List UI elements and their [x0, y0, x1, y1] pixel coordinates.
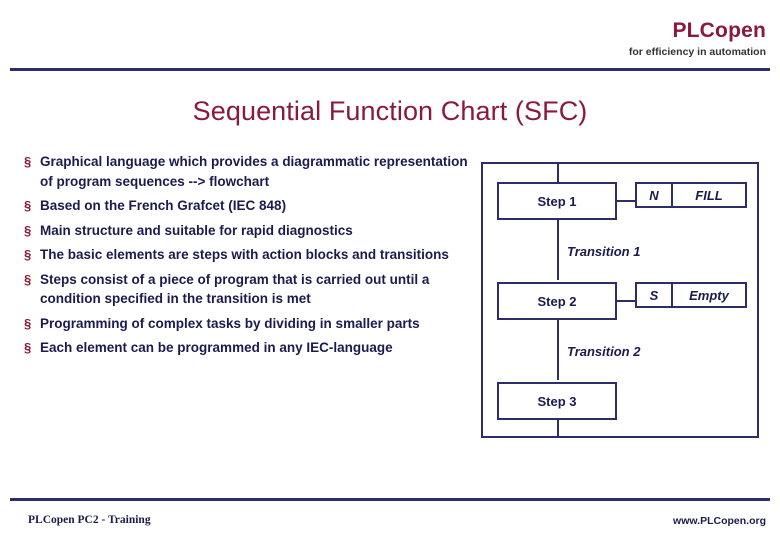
footer-left-text: PLCopen PC2 - Training [28, 514, 151, 526]
list-item: § Graphical language which provides a di… [24, 152, 476, 191]
footer-divider [10, 498, 770, 501]
bullet-marker-icon: § [24, 154, 32, 169]
bullet-marker-icon: § [24, 340, 32, 355]
connector-line-2 [557, 320, 559, 380]
transition-label-2: Transition 2 [567, 344, 641, 359]
action-block-2[interactable]: S Empty [635, 282, 747, 308]
list-item-text: Main structure and suitable for rapid di… [40, 222, 353, 238]
list-item: § The basic elements are steps with acti… [24, 245, 476, 265]
step-box-3[interactable]: Step 3 [497, 382, 617, 420]
connector-line-1 [557, 220, 559, 280]
step-label: Step 1 [537, 193, 577, 209]
list-item-text: Steps consist of a piece of program that… [40, 271, 430, 307]
list-item-text: The basic elements are steps with action… [40, 247, 449, 262]
bullet-list: § Graphical language which provides a di… [24, 152, 476, 363]
list-item-text: Based on the French Grafcet (IEC 848) [40, 198, 287, 213]
list-item: § Each element can be programmed in any … [24, 338, 476, 358]
bullet-marker-icon: § [24, 222, 32, 238]
brand-block: PLCopen for efficiency in automation [628, 19, 766, 59]
connector-link-action-1 [617, 200, 637, 202]
step-box-2[interactable]: Step 2 [497, 282, 617, 320]
step-label: Step 2 [537, 293, 577, 309]
connector-link-action-2 [617, 300, 637, 302]
transition-label-1: Transition 1 [567, 244, 641, 259]
step-box-1[interactable]: Step 1 [497, 182, 617, 220]
slide-header: PLCopen for efficiency in automation [0, 0, 780, 70]
step-label: Step 3 [537, 393, 577, 409]
connector-line-top [557, 164, 559, 182]
list-item: § Main structure and suitable for rapid … [24, 221, 476, 241]
list-item-text: Graphical language which provides a diag… [40, 154, 468, 189]
action-block-1[interactable]: N FILL [635, 182, 747, 208]
list-item-text: Each element can be programmed in any IE… [40, 340, 393, 355]
header-divider [10, 68, 770, 71]
action-name: Empty [689, 287, 729, 303]
action-qualifier: N [637, 184, 673, 206]
sfc-diagram: Step 1 N FILL Transition 1 Step 2 S Empt… [481, 162, 759, 438]
connector-line-bottom [557, 420, 559, 438]
brand-title: PLCopen [672, 19, 766, 42]
bullet-marker-icon: § [24, 247, 32, 262]
list-item: § Programming of complex tasks by dividi… [24, 314, 476, 334]
bullet-marker-icon: § [24, 198, 32, 213]
action-qualifier: S [637, 284, 673, 306]
page-title: Sequential Function Chart (SFC) [192, 96, 588, 126]
list-item: § Based on the French Grafcet (IEC 848) [24, 196, 476, 216]
brand-subtitle: for efficiency in automation [628, 46, 766, 58]
footer-right-text: www.PLCopen.org [673, 515, 766, 527]
list-item-text: Programming of complex tasks by dividing… [40, 315, 420, 331]
list-item: § Steps consist of a piece of program th… [24, 270, 476, 309]
bullet-marker-icon: § [24, 271, 32, 287]
action-name: FILL [695, 187, 723, 203]
bullet-marker-icon: § [24, 315, 32, 331]
